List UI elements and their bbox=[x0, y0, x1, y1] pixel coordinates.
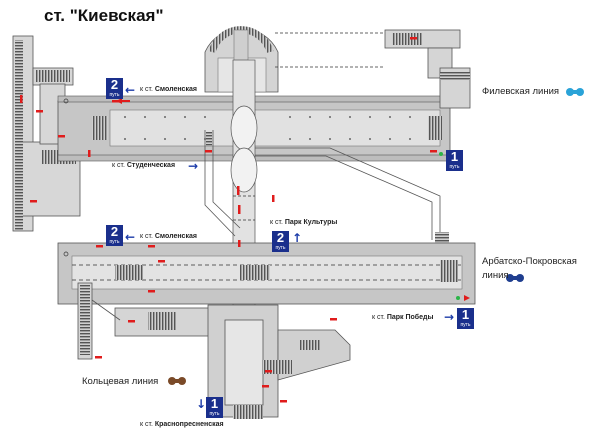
arbatsko-line-name-2: линия bbox=[482, 270, 509, 281]
arbatsko-line-name-1: Арбатско-Покровская bbox=[482, 256, 577, 267]
diagonal-stairs bbox=[206, 132, 212, 146]
page-title: ст. "Киевская" bbox=[44, 6, 164, 25]
filevskaya-line-name: Филевская линия bbox=[482, 86, 560, 97]
koltsevaya-line-name: Кольцевая линия bbox=[82, 376, 159, 387]
arrow-right-icon: → bbox=[188, 159, 199, 173]
arrow-left-icon: ← bbox=[125, 230, 136, 244]
direction-park-pobedy: к ст. Парк Победы bbox=[372, 314, 434, 321]
arbatsko-left-stairs bbox=[115, 265, 143, 280]
filevskaya-left-stairs bbox=[92, 116, 108, 140]
koltsevaya-right-stairs-2 bbox=[300, 340, 320, 350]
direction-park-kultury: к ст. Парк Культуры bbox=[270, 219, 338, 226]
exit-markers bbox=[20, 37, 437, 403]
arrow-down-icon: ↓ bbox=[196, 397, 207, 411]
filevskaya-columns bbox=[124, 116, 411, 140]
direction-smolenskaya-mid: к ст. Смоленская bbox=[140, 233, 197, 240]
top-right-stairs bbox=[392, 33, 422, 45]
diagonal-passages bbox=[204, 130, 441, 240]
arbatsko-right-stairs bbox=[440, 260, 458, 282]
left-main-stairs bbox=[15, 40, 23, 230]
arrow-left-icon: ← bbox=[125, 83, 136, 97]
koltsevaya-stairs bbox=[148, 312, 176, 330]
arbatsko-center-stairs bbox=[240, 265, 270, 280]
lower-left-stairs bbox=[80, 285, 90, 355]
left-upper-stairs bbox=[36, 70, 70, 82]
koltsevaya-bottom-stairs bbox=[233, 405, 263, 419]
lower-left-diagonal bbox=[91, 299, 121, 321]
arrow-up-icon: ↑ bbox=[292, 231, 303, 245]
direction-studencheskaya: к ст. Студенческая bbox=[112, 162, 176, 169]
line-dot-icon bbox=[168, 88, 584, 385]
top-right-stairs-2 bbox=[440, 72, 470, 80]
direction-smolenskaya-top: к ст. Смоленская bbox=[140, 86, 197, 93]
filevskaya-right-stairs bbox=[428, 116, 442, 140]
arrow-right-icon: → bbox=[444, 310, 455, 324]
direction-krasnopresnenskaya: к ст. Краснопресненская bbox=[140, 421, 224, 428]
